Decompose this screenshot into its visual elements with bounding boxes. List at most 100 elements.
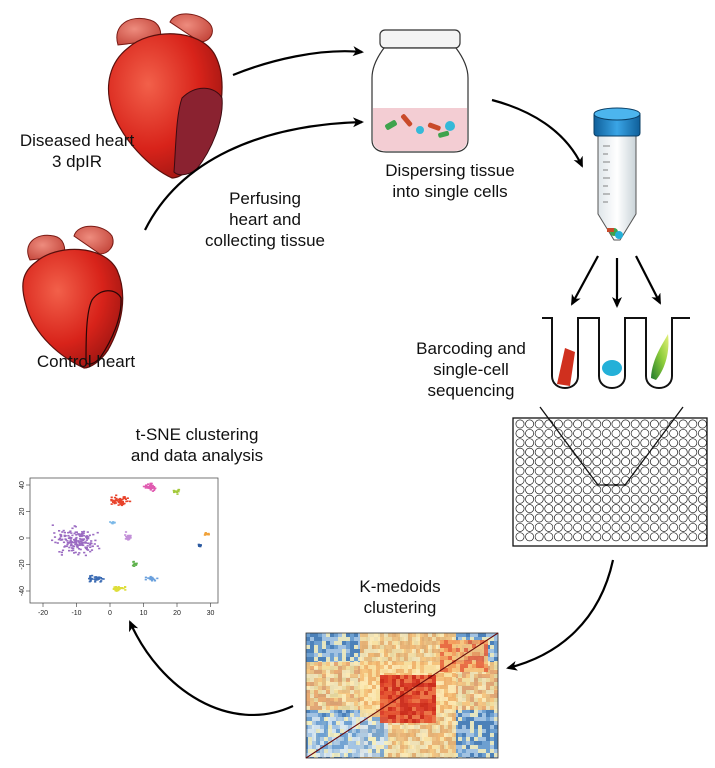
heatmap-cell — [424, 683, 428, 687]
heatmap-cell — [340, 753, 344, 757]
heatmap-cell — [396, 633, 400, 637]
heatmap-cell — [494, 678, 498, 682]
heatmap-cell — [452, 725, 456, 729]
heatmap-cell — [416, 687, 420, 691]
heatmap-cell — [320, 753, 324, 757]
plate-well — [678, 494, 688, 504]
heatmap-cell — [346, 678, 350, 682]
heatmap-cell — [396, 749, 400, 753]
plate-well — [688, 532, 698, 542]
heatmap-cell — [472, 656, 476, 660]
tsne-point — [93, 578, 96, 580]
heatmap-cell — [470, 706, 474, 710]
heatmap-cell — [350, 637, 354, 641]
heatmap-cell — [428, 715, 432, 719]
heatmap-cell — [368, 725, 372, 729]
tsne-point — [78, 541, 81, 544]
heatmap-cell — [440, 681, 444, 685]
heatmap-cell — [392, 675, 396, 679]
heatmap-cell — [482, 729, 486, 733]
plate-well — [563, 485, 573, 495]
tsne-point — [60, 535, 63, 538]
tsne-point — [74, 540, 77, 543]
heatmap-cell — [486, 741, 490, 745]
tsne-x-tick-label: -10 — [71, 610, 81, 617]
heatmap-cell — [360, 641, 364, 645]
heatmap-cell — [448, 637, 452, 641]
tsne-point — [89, 576, 92, 579]
heatmap-cell — [436, 637, 440, 641]
tsne-point — [70, 543, 73, 546]
tsne-point — [124, 534, 127, 536]
plate-well — [515, 447, 525, 457]
heatmap-cell — [416, 745, 420, 749]
heatmap-cell — [342, 702, 346, 706]
plate-well — [573, 466, 583, 476]
heatmap-cell — [312, 741, 316, 745]
heatmap-cell — [476, 656, 480, 660]
label-barcoding: Barcoding and single-cell sequencing — [416, 339, 526, 400]
heatmap-cell — [424, 645, 428, 649]
heatmap-cell — [338, 713, 342, 717]
heatmap-cell — [322, 645, 326, 649]
heatmap-cell — [332, 749, 336, 753]
heatmap-cell — [364, 729, 368, 733]
heatmap-cell — [470, 729, 474, 733]
heatmap-cell — [428, 633, 432, 637]
plate-well — [640, 419, 650, 429]
heatmap-cell — [372, 741, 376, 745]
heatmap-cell — [350, 678, 354, 682]
heatmap-cell — [336, 729, 340, 733]
heatmap-cell — [338, 686, 342, 690]
heatmap-cell — [420, 661, 424, 665]
heatmap-cell — [400, 637, 404, 641]
heatmap-cell — [330, 690, 334, 694]
heatmap-cell — [322, 637, 326, 641]
heatmap-cell — [408, 637, 412, 641]
heatmap-cell — [466, 709, 470, 713]
heatmap-cell — [428, 657, 432, 661]
heatmap-cell — [474, 757, 478, 758]
tsne-point — [98, 576, 101, 578]
heatmap-cell — [376, 749, 380, 753]
heatmap-cell — [376, 633, 380, 637]
heatmap-cell — [322, 713, 326, 717]
tsne-point — [149, 485, 152, 487]
heatmap-cell — [326, 641, 330, 645]
tsne-x-tick-label: 20 — [173, 610, 181, 617]
heatmap-cell — [494, 737, 498, 741]
tsne-point — [71, 545, 74, 547]
heatmap-cell — [368, 665, 372, 669]
plate-well — [697, 457, 707, 467]
tsne-point — [174, 491, 177, 493]
heatmap-cell — [372, 705, 376, 709]
heatmap-cell — [354, 694, 358, 698]
tsne-point — [71, 534, 74, 537]
heatmap-cell — [424, 753, 428, 757]
tsne-point — [115, 499, 118, 501]
heatmap-cell — [458, 753, 462, 757]
tsne-point — [75, 531, 78, 533]
heatmap-cell — [494, 674, 498, 678]
heatmap-cell — [440, 701, 444, 705]
heatmap-cell — [464, 668, 468, 672]
tsne-point — [126, 497, 129, 499]
heatmap-cell — [324, 745, 328, 749]
heatmap-cell — [380, 703, 384, 707]
heatmap-cell — [408, 699, 412, 703]
heatmap-cell — [342, 706, 346, 710]
heatmap-cell — [448, 660, 452, 664]
heatmap-cell — [380, 687, 384, 691]
plate-well — [678, 466, 688, 476]
plate-well — [573, 513, 583, 523]
plate-well — [515, 504, 525, 514]
heatmap-cell — [392, 725, 396, 729]
heatmap-cell — [476, 668, 480, 672]
heatmap-cell — [356, 741, 360, 745]
plate-well — [525, 447, 535, 457]
heatmap-cell — [440, 705, 444, 709]
heatmap-cell — [334, 653, 338, 657]
heatmap-cell — [342, 649, 346, 653]
heatmap-cell — [338, 690, 342, 694]
plate-well — [582, 513, 592, 523]
